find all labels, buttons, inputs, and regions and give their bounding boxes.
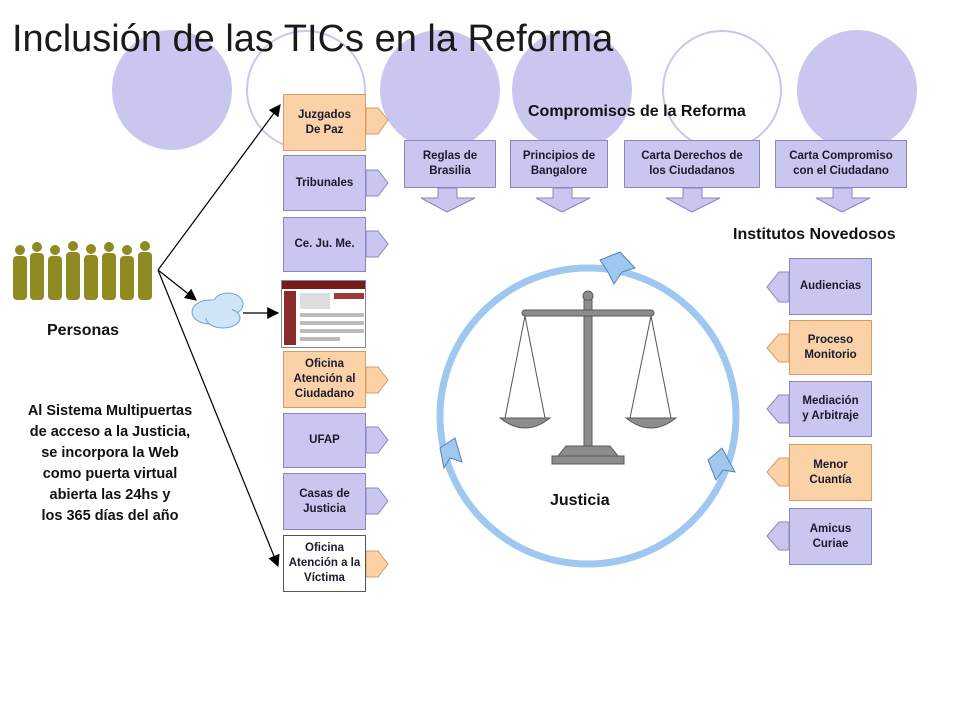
box-proceso-monitorio: Proceso Monitorio [789, 320, 872, 375]
box-amicus-curiae: Amicus Curiae [789, 508, 872, 565]
box-ufap: UFAP [283, 413, 366, 468]
scales-of-justice-icon [498, 290, 678, 465]
down-arrows [420, 187, 871, 213]
web-note: Al Sistema Multipuertas de acceso a la J… [27, 403, 193, 525]
box-juzgados-de-paz: Juzgados De Paz [283, 94, 366, 151]
decorative-circle [512, 30, 632, 150]
box-arrow-tabs [365, 107, 389, 578]
compromisos-heading: Compromisos de la Reforma [528, 103, 746, 120]
connector-arrow [157, 104, 281, 271]
website-thumbnail [281, 280, 366, 348]
decorative-circle [797, 30, 917, 150]
box-reglas-de-brasilia: Reglas de Brasilia [404, 140, 496, 188]
connector-arrow [157, 269, 197, 301]
box-ce-ju-me: Ce. Ju. Me. [283, 217, 366, 272]
decorative-circle [380, 30, 500, 150]
box-principios-de-bangalore: Principios de Bangalore [510, 140, 608, 188]
connector-arrow [157, 269, 280, 568]
box-oficina-atencion-victima: Oficina Atención a la Víctima [283, 535, 366, 592]
personas-label: Personas [47, 322, 120, 339]
justicia-label: Justicia [550, 492, 610, 509]
box-carta-compromiso: Carta Compromiso con el Ciudadano [775, 140, 907, 188]
box-audiencias: Audiencias [789, 258, 872, 315]
people-silhouettes-icon [13, 241, 152, 300]
box-mediacion-y-arbitraje: Mediación y Arbitraje [789, 381, 872, 437]
box-carta-derechos: Carta Derechos de los Ciudadanos [624, 140, 760, 188]
cloud-icon [191, 292, 244, 329]
institutos-heading: Institutos Novedosos [733, 226, 896, 243]
right-arrow-tabs [766, 271, 790, 551]
box-menor-cuantia: Menor Cuantía [789, 444, 872, 501]
box-tribunales: Tribunales [283, 155, 366, 211]
decorative-circle [112, 30, 232, 150]
ring-arrows [439, 251, 736, 482]
box-casas-de-justicia: Casas de Justicia [283, 473, 366, 530]
page-title: Inclusión de las TICs en la Reforma [12, 18, 614, 60]
box-oficina-atencion-ciudadano: Oficina Atención al Ciudadano [283, 351, 366, 408]
justice-ring [436, 264, 740, 568]
